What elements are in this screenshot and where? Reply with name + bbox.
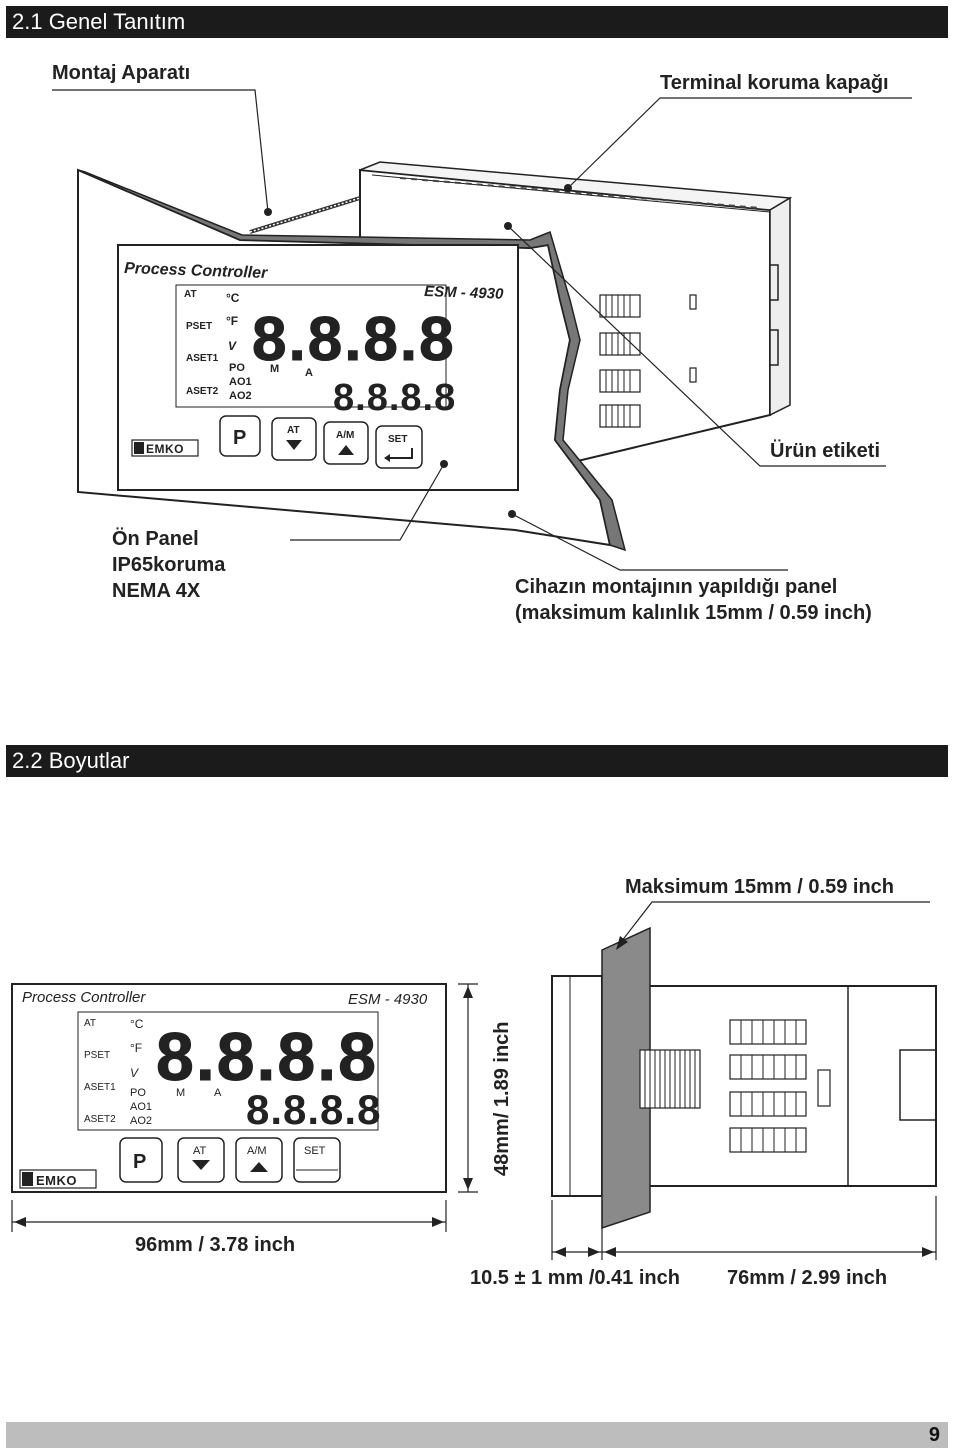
front-button-at-label: AT — [287, 425, 300, 436]
dim-mode-a: A — [214, 1087, 222, 1099]
dim-height: 48mm/ 1.89 inch — [491, 1021, 513, 1176]
callout-nema: NEMA 4X — [112, 580, 201, 602]
front-ind-at: AT — [184, 289, 197, 300]
front-button-p[interactable] — [219, 415, 261, 457]
front-view-frame — [11, 983, 447, 1193]
front-button-am-label: A/M — [336, 430, 354, 441]
front-brand: EMKO — [146, 442, 184, 456]
section-title-intro: 2.1 Genel Tanıtım — [6, 6, 948, 38]
dim-front-depth: 10.5 ± 1 mm /0.41 inch — [470, 1267, 680, 1289]
front-display-bottom: 8.8.8.8 — [333, 377, 456, 419]
down-arrow-icon — [286, 440, 302, 450]
front-out-ao1: AO1 — [229, 376, 252, 388]
dim-front-header: Process Controller — [22, 989, 146, 1006]
dim-mode-m: M — [176, 1087, 185, 1099]
dim-unit-f: °F — [130, 1041, 142, 1055]
front-out-ao2: AO2 — [229, 390, 252, 402]
front-button-p-label: P — [233, 427, 246, 449]
dim-brand-logo — [19, 1169, 97, 1189]
panel-section — [601, 926, 651, 1230]
callout-ip65: IP65koruma — [112, 554, 226, 576]
dim-out-po: PO — [130, 1087, 146, 1099]
dim-front-model: ESM - 4930 — [348, 991, 428, 1008]
dim-button-am-label: A/M — [247, 1145, 267, 1157]
front-ind-aset1: ASET1 — [186, 353, 219, 364]
dim-unit-v: V — [130, 1066, 139, 1080]
side-vents — [729, 1019, 831, 1153]
section-title-dimensions: 2.2 Boyutlar — [6, 745, 948, 777]
enter-arrow-icon — [390, 448, 413, 459]
front-button-am[interactable] — [323, 421, 369, 465]
callout-terminal-cover: Terminal koruma kapağı — [660, 72, 889, 94]
dim-out-ao2: AO2 — [130, 1115, 152, 1127]
page-number: 9 — [928, 1424, 940, 1446]
side-view-bezel — [551, 975, 603, 1197]
dim-button-at-label: AT — [193, 1145, 207, 1157]
mounting-illustration: Process Controller ESM - 4930 AT PSET AS… — [52, 89, 912, 571]
dim-down-arrow-icon — [192, 1160, 210, 1170]
dim-brand: EMKO — [36, 1173, 77, 1188]
page-footer: 9 — [6, 1422, 948, 1448]
dim-display-bottom: 8.8.8.8 — [246, 1086, 381, 1133]
callout-mounting-clamp: Montaj Aparatı — [52, 62, 191, 84]
front-display-top: 8.8.8.8 — [252, 305, 456, 374]
front-out-po: PO — [229, 362, 245, 374]
dim-ind-aset2: ASET2 — [84, 1114, 116, 1125]
front-button-at[interactable] — [271, 417, 317, 461]
front-ind-pset: PSET — [186, 321, 212, 332]
front-unit-v: V — [228, 339, 237, 353]
callout-product-label: Ürün etiketi — [770, 440, 881, 462]
front-header: Process Controller — [124, 260, 268, 282]
dim-button-am[interactable] — [235, 1137, 283, 1183]
up-arrow-icon — [338, 445, 354, 455]
dim-unit-c: °C — [130, 1017, 144, 1031]
front-unit-f: °F — [226, 314, 238, 328]
dim-button-p-label: P — [133, 1151, 146, 1173]
dim-button-p[interactable] — [119, 1137, 163, 1183]
front-mode-a: A — [305, 367, 313, 379]
front-button-set-label: SET — [388, 434, 407, 445]
front-mode-m: M — [270, 363, 279, 375]
dim-display-top: 8.8.8.8 — [156, 1019, 378, 1095]
dim-button-set[interactable] — [293, 1137, 341, 1183]
front-ind-aset2: ASET2 — [186, 386, 219, 397]
callout-panel-note-1: Cihazın montajının yapıldığı panel — [515, 576, 838, 598]
callout-front-panel: Ön Panel — [112, 528, 199, 550]
front-unit-c: °C — [226, 291, 240, 305]
dim-ind-at: AT — [84, 1018, 96, 1029]
callout-panel-note-2: (maksimum kalınlık 15mm / 0.59 inch) — [515, 602, 872, 624]
front-brand-logo — [131, 439, 199, 457]
dim-max-thickness: Maksimum 15mm / 0.59 inch — [625, 876, 895, 898]
dim-ind-pset: PSET — [84, 1050, 110, 1061]
terminal-ridge — [399, 177, 761, 209]
dim-body-depth: 76mm / 2.99 inch — [727, 1267, 888, 1289]
dim-width: 96mm / 3.78 inch — [135, 1234, 296, 1256]
dim-button-set-label: SET — [304, 1145, 326, 1157]
front-model: ESM - 4930 — [424, 283, 504, 303]
dim-up-arrow-icon — [250, 1162, 268, 1172]
dim-ind-aset1: ASET1 — [84, 1082, 116, 1093]
dim-out-ao1: AO1 — [130, 1101, 152, 1113]
